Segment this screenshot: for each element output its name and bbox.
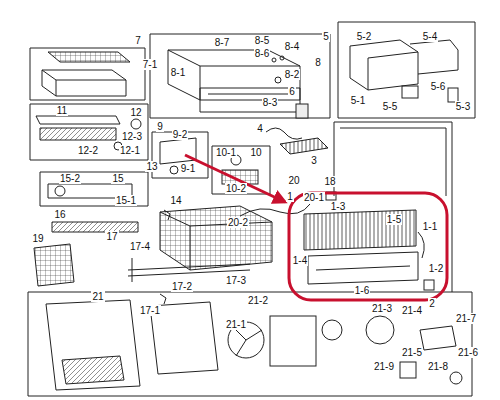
highlight-arrow xyxy=(185,155,285,202)
drawer xyxy=(168,50,300,66)
basket xyxy=(160,206,272,270)
callout-number: 10-2 xyxy=(225,183,247,194)
callout-number: 21-1 xyxy=(225,319,247,330)
callout-number: 11 xyxy=(56,105,68,116)
callout-number: 2 xyxy=(428,298,436,309)
callout-number: 21-7 xyxy=(455,313,477,324)
callout-number: 1-6 xyxy=(354,285,370,296)
panel xyxy=(34,244,74,286)
callout-number: 10-1 xyxy=(215,147,237,158)
callout-number: 5-1 xyxy=(350,95,366,106)
callout-number: 8-6 xyxy=(254,48,270,59)
callout-number: 16 xyxy=(53,209,66,220)
callout-number: 18 xyxy=(323,176,336,187)
callout-number: 12 xyxy=(129,107,142,118)
callout-number: 17-3 xyxy=(225,275,247,286)
rail xyxy=(52,222,138,232)
callout-number: 6 xyxy=(288,86,296,97)
callout-number: 4 xyxy=(256,123,264,134)
callout-number: 5-2 xyxy=(356,31,372,42)
drawer-front xyxy=(200,88,300,112)
cover xyxy=(36,116,120,124)
callout-number: 17 xyxy=(105,231,118,242)
callout-number: 21-3 xyxy=(371,303,393,314)
group-frame xyxy=(150,34,330,118)
group-frame xyxy=(28,292,472,396)
callout-number: 1-3 xyxy=(330,201,346,212)
callout-number: 12-3 xyxy=(121,131,143,142)
callout-number: 21-9 xyxy=(373,361,395,372)
drawer-edge xyxy=(42,70,126,96)
callout-number: 5-6 xyxy=(430,81,446,92)
callout-number: 21-4 xyxy=(401,305,423,316)
callout-number: 9-2 xyxy=(172,129,188,140)
heater xyxy=(418,232,424,258)
callout-number: 8-1 xyxy=(170,67,186,78)
callout-number: 17-2 xyxy=(171,281,193,292)
callout-number: 3 xyxy=(310,155,318,166)
group-frame xyxy=(338,22,475,118)
fan-motor xyxy=(366,316,394,344)
ice-maker-part xyxy=(410,40,458,74)
callout-number: 21-6 xyxy=(457,347,479,358)
callout-number: 21-8 xyxy=(427,361,449,372)
shelf xyxy=(48,52,130,62)
callout-number: 5-3 xyxy=(455,101,471,112)
callout-number: 8-2 xyxy=(284,69,300,80)
callout-number: 5-4 xyxy=(422,31,438,42)
wire xyxy=(266,128,302,139)
callout-number: 19 xyxy=(31,233,44,244)
callout-number: 20-1 xyxy=(303,192,325,203)
callout-number: 1-1 xyxy=(422,221,438,232)
group-frame xyxy=(30,104,148,160)
callout-number: 9-1 xyxy=(180,163,196,174)
group-frame xyxy=(212,146,270,194)
evaporator-cover xyxy=(308,252,418,284)
callout-number: 20-2 xyxy=(227,217,249,228)
callout-number: 15 xyxy=(111,173,124,184)
drawer xyxy=(42,70,126,96)
basket-edge xyxy=(160,212,272,270)
back-panel xyxy=(46,300,140,390)
callout-number: 1-5 xyxy=(386,214,402,225)
group-frame xyxy=(40,172,148,206)
callout-number: 9 xyxy=(156,121,164,132)
highlight-ring xyxy=(289,193,447,300)
ice-maker xyxy=(350,40,418,90)
callout-number: 21 xyxy=(91,291,104,302)
callout-number: 15-1 xyxy=(115,195,137,206)
callout-number: 12-1 xyxy=(119,145,141,156)
screw xyxy=(160,294,166,304)
drawer xyxy=(168,50,300,100)
callout-number: 20 xyxy=(287,175,300,186)
callout-number: 5 xyxy=(322,31,330,42)
callout-number: 12-2 xyxy=(77,145,99,156)
callout-number: 1-2 xyxy=(428,263,444,274)
callout-number: 17-1 xyxy=(139,305,161,316)
callout-number: 21-2 xyxy=(247,295,269,306)
group-frame xyxy=(30,48,145,100)
callout-number: 10 xyxy=(249,147,262,158)
callout-number: 5-5 xyxy=(382,101,398,112)
callout-number: 21-5 xyxy=(401,347,423,358)
callout-number: 8-3 xyxy=(262,97,278,108)
callout-number: 8-5 xyxy=(254,35,270,46)
callout-number: 8-4 xyxy=(284,41,300,52)
sensor-plate xyxy=(280,138,328,154)
callout-number: 1 xyxy=(286,191,294,202)
callout-number: 14 xyxy=(169,195,182,206)
callout-number: 7 xyxy=(134,35,142,46)
callout-number: 15-2 xyxy=(59,173,81,184)
callout-number: 1-4 xyxy=(292,255,308,266)
callout-number: 7-1 xyxy=(142,59,158,70)
callout-number: 8 xyxy=(314,57,322,68)
duct xyxy=(40,128,116,140)
callout-number: 13 xyxy=(145,161,158,172)
control xyxy=(160,138,196,164)
callout-number: 17-4 xyxy=(129,241,151,252)
callout-number: 8-7 xyxy=(214,37,230,48)
evaporator xyxy=(304,210,416,250)
